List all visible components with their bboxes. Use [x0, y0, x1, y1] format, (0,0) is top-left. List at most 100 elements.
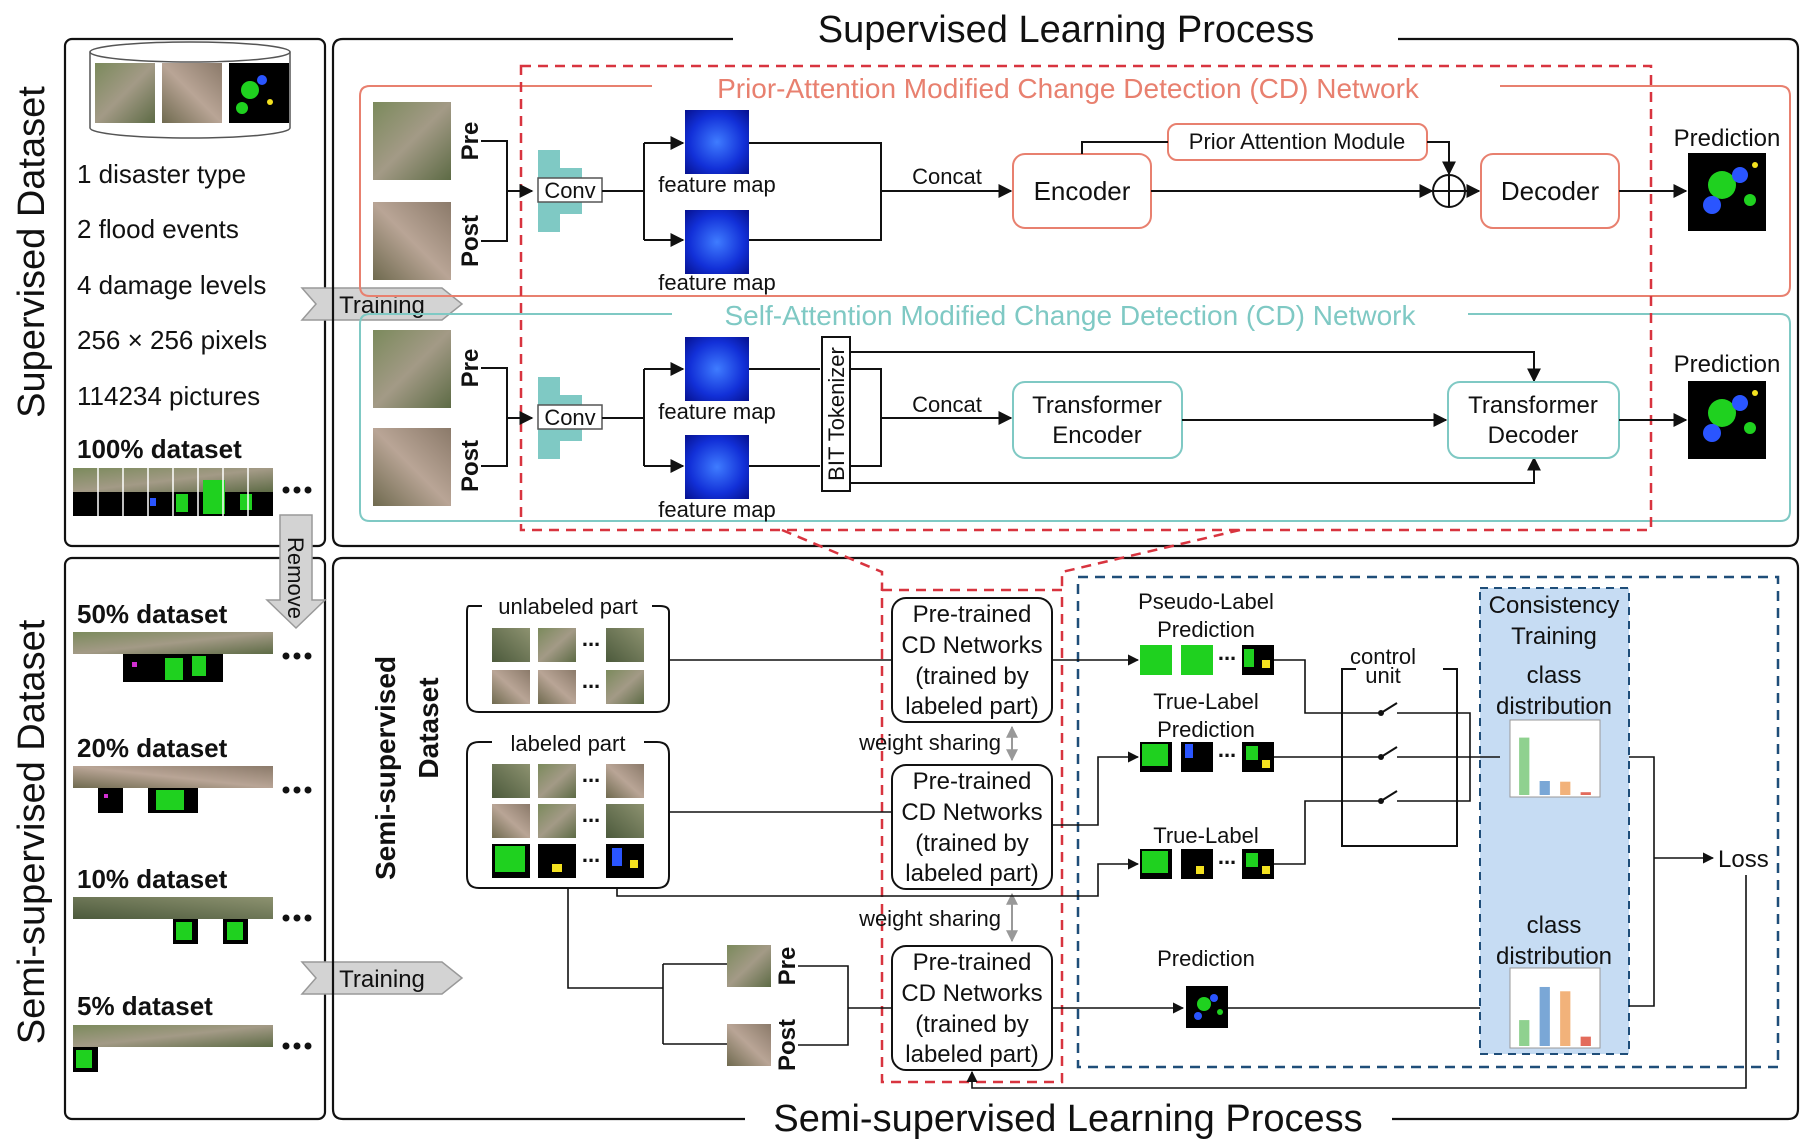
subset-10-thumbnails [73, 897, 312, 944]
full-dataset-thumbnails [73, 468, 312, 516]
semi-dataset-label-2: Dataset [413, 677, 444, 778]
svg-text:feature map: feature map [658, 497, 775, 522]
svg-text:Pre-trained: Pre-trained [913, 768, 1032, 795]
svg-text:...: ... [582, 762, 600, 787]
chart2-bar-1 [1519, 1020, 1530, 1046]
svg-text:...: ... [1218, 640, 1236, 665]
prior-pre-image [373, 102, 451, 180]
svg-text:Prediction: Prediction [1157, 946, 1255, 971]
self-feature-map-pre [685, 337, 749, 401]
consistency-region [1076, 575, 1780, 1069]
chart1-bar-2 [1539, 781, 1550, 795]
svg-text:Training: Training [339, 966, 425, 993]
svg-text:Transformer: Transformer [1032, 392, 1162, 419]
svg-text:unlabeled part: unlabeled part [498, 594, 637, 619]
switch-icon [1378, 790, 1398, 804]
svg-text:Consistency: Consistency [1489, 592, 1620, 619]
svg-text:Post: Post [774, 1019, 801, 1071]
control-unit: control unit [1341, 644, 1471, 847]
svg-text:Encoder: Encoder [1034, 176, 1131, 206]
supervised-process-panel: Supervised Learning Process [331, 9, 1800, 548]
semi-dataset-label-1: Semi-supervised [370, 656, 401, 880]
semi-dataset-panel: Semi-supervised Dataset 50% dataset 20% … [11, 556, 327, 1121]
subset-50-label: 50% dataset [77, 599, 228, 629]
stat-picture-count: 114234 pictures [77, 381, 260, 411]
svg-text:Pre-trained: Pre-trained [913, 601, 1032, 628]
svg-text:Prior Attention Module: Prior Attention Module [1189, 129, 1405, 154]
loss-label: Loss [1718, 846, 1769, 873]
svg-text:unit: unit [1365, 663, 1400, 688]
svg-text:True-Label: True-Label [1153, 823, 1259, 848]
training-arrow-bottom: Training [300, 961, 464, 995]
svg-text:Post: Post [457, 440, 484, 492]
add-operator-icon [1432, 174, 1466, 208]
svg-text:...: ... [582, 668, 600, 693]
svg-text:Decoder: Decoder [1501, 176, 1600, 206]
pretrained-cd-box-2: Pre-trained CD Networks (trained by labe… [891, 764, 1053, 890]
prior-feature-map-post [685, 210, 749, 274]
svg-text:weight sharing: weight sharing [858, 730, 1001, 755]
svg-text:weight sharing: weight sharing [858, 906, 1001, 931]
remove-arrow: Remove [265, 514, 327, 630]
svg-text:True-Label: True-Label [1153, 689, 1259, 714]
svg-text:Pre-trained: Pre-trained [913, 949, 1032, 976]
svg-text:(trained by: (trained by [915, 1011, 1028, 1038]
supervised-process-title: Supervised Learning Process [818, 9, 1314, 51]
svg-text:(trained by: (trained by [915, 663, 1028, 690]
svg-text:Conv: Conv [544, 405, 595, 430]
unlabeled-part: unlabeled part ... ... [466, 594, 670, 713]
semi-prediction: Prediction [1157, 946, 1255, 1028]
pretrained-cd-box-3: Pre-trained CD Networks (trained by labe… [891, 945, 1053, 1071]
svg-text:labeled part): labeled part) [905, 1041, 1038, 1068]
svg-text:feature map: feature map [658, 399, 775, 424]
prior-prediction-image [1688, 153, 1766, 231]
svg-text:labeled part): labeled part) [905, 860, 1038, 887]
svg-text:...: ... [1218, 844, 1236, 869]
svg-text:...: ... [582, 626, 600, 651]
svg-text:Transformer: Transformer [1468, 392, 1598, 419]
svg-text:...: ... [1218, 737, 1236, 762]
self-pre-image [373, 330, 451, 408]
svg-text:labeled part: labeled part [511, 731, 626, 756]
svg-text:Prediction: Prediction [1674, 351, 1781, 378]
pseudo-label-prediction: Pseudo-Label Prediction ... [1138, 589, 1274, 675]
svg-text:Pre: Pre [774, 947, 801, 986]
self-conv-block: Conv [537, 377, 603, 459]
class-distribution-chart-1 [1509, 719, 1601, 798]
subset-10-label: 10% dataset [77, 864, 228, 894]
prior-attention-network: Prior-Attention Modified Change Detectio… [359, 73, 1791, 297]
cd-network-highlight [519, 64, 1653, 532]
bit-tokenizer [821, 336, 851, 492]
self-prediction-image [1688, 381, 1766, 459]
chart2-bar-3 [1560, 991, 1571, 1046]
svg-text:Remove: Remove [283, 537, 308, 619]
semi-pre-image [727, 945, 771, 987]
supervised-dataset-panel: Supervised Dataset 1 disaster type 2 flo… [11, 37, 327, 548]
subset-5-label: 5% dataset [77, 991, 213, 1021]
semi-dataset-title: Semi-supervised Dataset [11, 619, 53, 1044]
full-dataset-label: 100% dataset [77, 434, 242, 464]
svg-text:Prediction: Prediction [1674, 125, 1781, 152]
prior-network-body: Pre Post Conv feature map feature map Co… [373, 102, 1780, 295]
class-distribution-chart-2 [1509, 967, 1601, 1049]
pretrained-column-highlight [880, 588, 1064, 1084]
svg-text:Prediction: Prediction [1157, 717, 1255, 742]
svg-text:...: ... [582, 842, 600, 867]
chart1-bar-1 [1519, 737, 1530, 795]
semi-process-title: Semi-supervised Learning Process [773, 1098, 1362, 1140]
svg-text:Concat: Concat [912, 164, 982, 189]
subset-5-thumbnails [73, 1025, 312, 1072]
prior-feature-map-pre [685, 110, 749, 174]
svg-text:distribution: distribution [1496, 693, 1612, 720]
svg-text:class: class [1527, 912, 1582, 939]
svg-text:control: control [1350, 644, 1416, 669]
svg-text:class: class [1527, 662, 1582, 689]
stat-flood-events: 2 flood events [77, 214, 239, 244]
svg-text:(trained by: (trained by [915, 830, 1028, 857]
svg-text:CD Networks: CD Networks [901, 980, 1042, 1007]
self-feature-map-post [685, 435, 749, 499]
svg-text:CD Networks: CD Networks [901, 632, 1042, 659]
self-network-body: Pre Post Conv feature map feature map BI… [373, 330, 1780, 522]
labeled-part: labeled part ... ... ... [466, 731, 670, 889]
